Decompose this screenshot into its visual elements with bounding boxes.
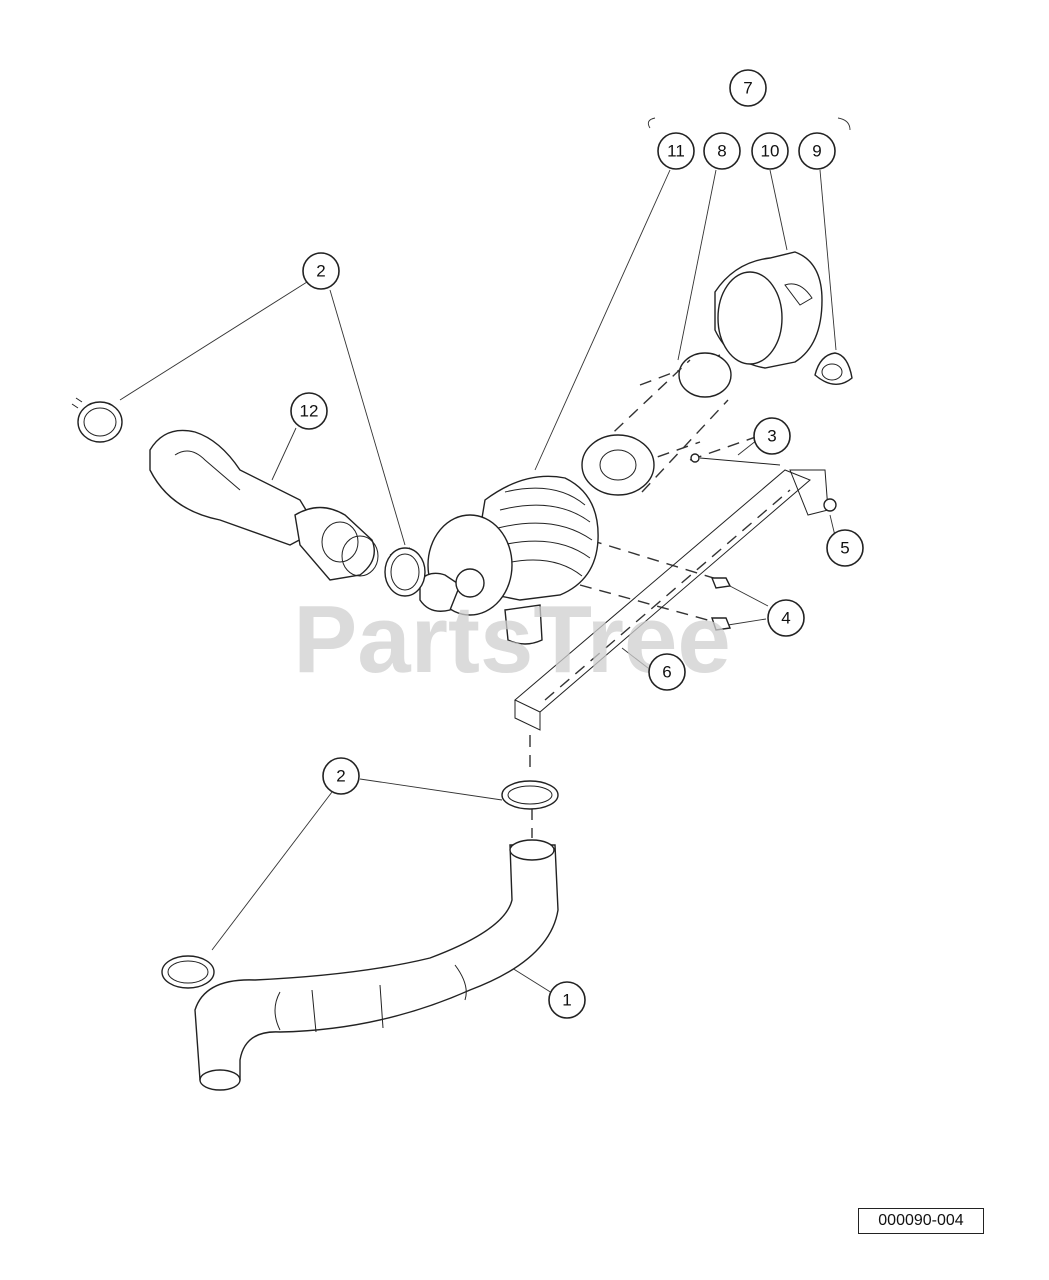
drawing-number: 000090-004 xyxy=(858,1208,984,1234)
callout-3-label: 3 xyxy=(767,427,776,446)
callout-8-label: 8 xyxy=(717,142,726,161)
part-drawings xyxy=(71,251,853,1091)
bolt-part xyxy=(690,453,781,466)
callout-2-top-label: 2 xyxy=(316,262,325,281)
callout-2-mid-label: 2 xyxy=(336,767,345,786)
clamp-middle-part xyxy=(384,547,426,597)
bolt-upper-part xyxy=(710,577,732,589)
callout-7-label: 7 xyxy=(743,79,752,98)
clamp-bottom-part xyxy=(161,955,215,989)
nut-part xyxy=(823,498,837,512)
valve-part xyxy=(814,352,853,385)
callout-10-label: 10 xyxy=(761,142,780,161)
air-cleaner-housing-part xyxy=(419,475,599,645)
callout-2-top: 2 xyxy=(302,252,340,290)
callout-9: 9 xyxy=(798,132,836,170)
cover-part xyxy=(714,251,823,369)
callout-11: 11 xyxy=(657,132,695,170)
callout-12-label: 12 xyxy=(300,402,319,421)
clamp-lower-part xyxy=(501,780,559,810)
leader-lines xyxy=(119,117,851,994)
callout-4-lower: 4 xyxy=(767,599,805,637)
callout-1-label: 1 xyxy=(562,991,571,1010)
callout-5: 5 xyxy=(826,529,864,567)
clamp-top-part xyxy=(71,397,123,443)
callout-8: 8 xyxy=(703,132,741,170)
callout-9-label: 9 xyxy=(812,142,821,161)
callout-6: 6 xyxy=(648,653,686,691)
callout-2-mid: 2 xyxy=(322,757,360,795)
callout-7: 7 xyxy=(729,69,767,107)
outlet-hose-part xyxy=(194,839,559,1091)
callout-5-label: 5 xyxy=(840,539,849,558)
callout-11-label: 11 xyxy=(667,142,685,161)
bolt-lower-part xyxy=(711,617,731,631)
filter-element-part xyxy=(581,352,732,496)
callout-10: 10 xyxy=(751,132,789,170)
callout-3: 3 xyxy=(753,417,791,455)
callout-12: 12 xyxy=(290,392,328,430)
callout-6-label: 6 xyxy=(662,663,671,682)
callout-4-label: 4 xyxy=(781,609,790,628)
inlet-hose-part xyxy=(149,429,379,581)
callout-1: 1 xyxy=(548,981,586,1019)
